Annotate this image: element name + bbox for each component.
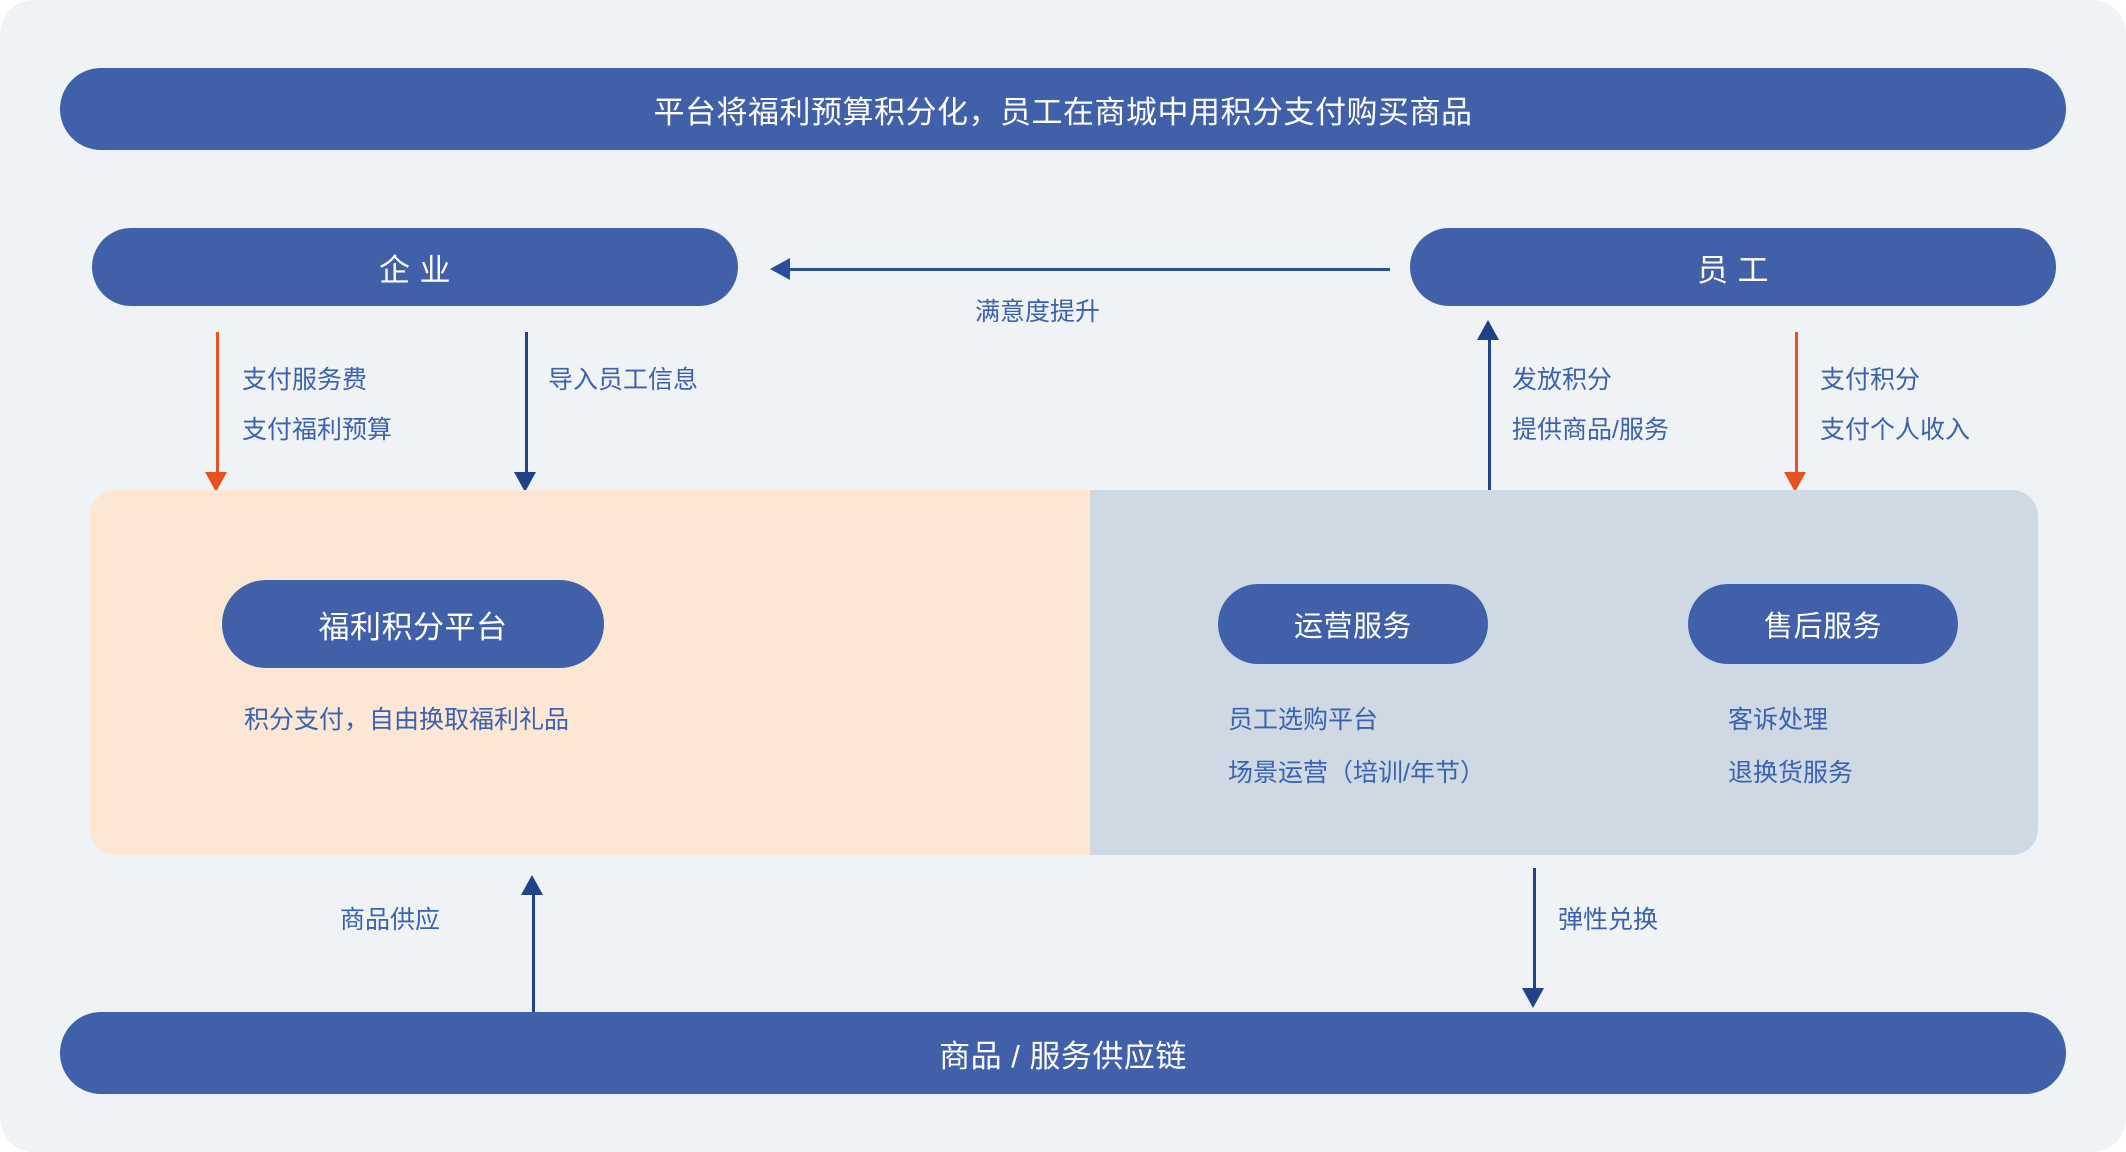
arrow-label-goods-supply: 商品供应 <box>340 906 441 934</box>
arrow-employee-pay-line <box>1795 332 1798 482</box>
arrow-label-satisfaction: 满意度提升 <box>975 298 1101 326</box>
arrow-goods-supply-line <box>532 895 535 1015</box>
arrow-flexible-redeem-head-icon <box>1522 988 1544 1008</box>
caption-aftersale-line-1: 客诉处理 <box>1728 706 1829 734</box>
top-banner: 平台将福利预算积分化，员工在商城中用积分支付购买商品 <box>60 68 2066 150</box>
node-welfare-points-platform: 福利积分平台 <box>222 580 604 668</box>
arrow-goods-supply-head-icon <box>521 875 543 895</box>
arrow-enterprise-import-line <box>525 332 528 482</box>
arrow-label-provide-goods-services: 提供商品/服务 <box>1512 416 1669 444</box>
caption-operation-line-2: 场景运营（培训/年节） <box>1228 759 1485 787</box>
arrow-label-pay-personal-income: 支付个人收入 <box>1820 416 1971 444</box>
arrow-label-pay-points: 支付积分 <box>1820 366 1921 394</box>
arrow-satisfaction-head-icon <box>770 258 790 280</box>
node-aftersale-service: 售后服务 <box>1688 584 1958 664</box>
arrow-enterprise-pay-head-icon <box>205 472 227 492</box>
arrow-label-pay-service-fee: 支付服务费 <box>242 366 368 394</box>
panel-services <box>1090 490 2038 855</box>
arrow-employee-grant-line <box>1488 340 1491 490</box>
arrow-label-flexible-redeem: 弹性兑换 <box>1558 906 1659 934</box>
node-operation-service: 运营服务 <box>1218 584 1488 664</box>
arrow-flexible-redeem-line <box>1533 868 1536 988</box>
node-enterprise: 企 业 <box>92 228 738 306</box>
node-employee: 员 工 <box>1410 228 2056 306</box>
arrow-enterprise-import-head-icon <box>514 472 536 492</box>
arrow-enterprise-pay-line <box>216 332 219 482</box>
arrow-label-import-employee-info: 导入员工信息 <box>548 366 699 394</box>
arrow-employee-grant-head-icon <box>1477 320 1499 340</box>
arrow-employee-pay-head-icon <box>1784 472 1806 492</box>
arrow-label-grant-points: 发放积分 <box>1512 366 1613 394</box>
arrow-satisfaction-line <box>790 268 1390 271</box>
caption-operation-line-1: 员工选购平台 <box>1228 706 1379 734</box>
caption-welfare-points-platform: 积分支付，自由换取福利礼品 <box>244 706 570 734</box>
arrow-label-pay-welfare-budget: 支付福利预算 <box>242 416 393 444</box>
panel-welfare-points <box>90 490 1090 855</box>
bottom-banner: 商品 / 服务供应链 <box>60 1012 2066 1094</box>
caption-aftersale-line-2: 退换货服务 <box>1728 759 1854 787</box>
